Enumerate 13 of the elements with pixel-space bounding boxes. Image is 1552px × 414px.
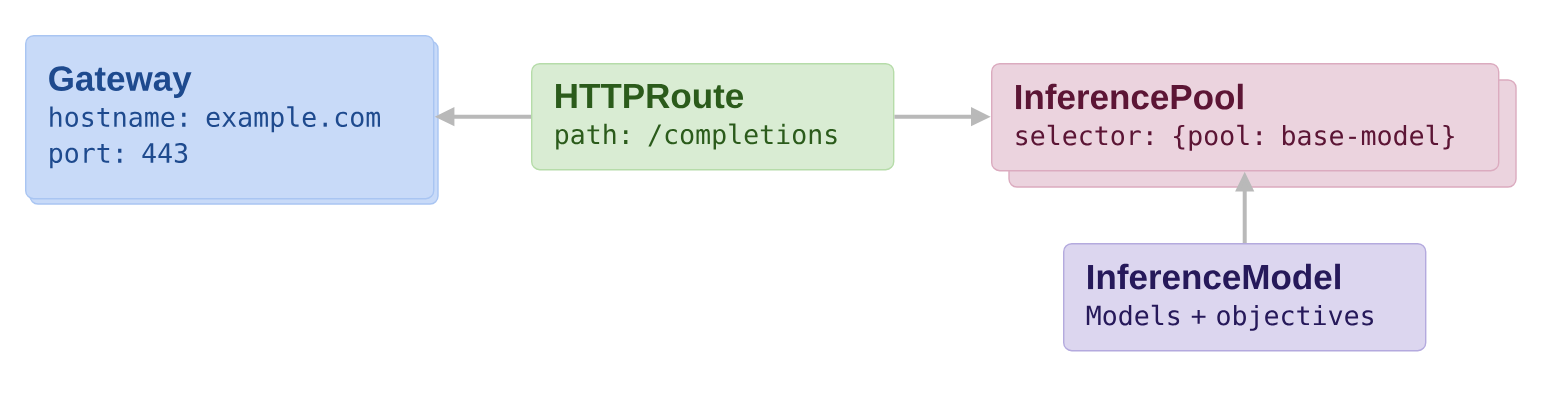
box-title: InferenceModel bbox=[1088, 263, 1340, 290]
box-text: path: /completions bbox=[556, 123, 837, 150]
box-text: hostname: example.com bbox=[50, 106, 380, 133]
box-title: InferencePool bbox=[1016, 83, 1243, 110]
box-title: HTTPRoute bbox=[556, 83, 744, 109]
process-box bbox=[531, 63, 895, 171]
process-box bbox=[1063, 243, 1427, 352]
process-box bbox=[991, 63, 1500, 172]
box-text: Models + objectives bbox=[1086, 304, 1373, 331]
process-box bbox=[25, 35, 435, 200]
box-text: port: 443 bbox=[50, 142, 188, 169]
box-title: Gateway bbox=[49, 66, 192, 98]
box-text: selector: {pool: base-model} bbox=[1016, 124, 1454, 151]
